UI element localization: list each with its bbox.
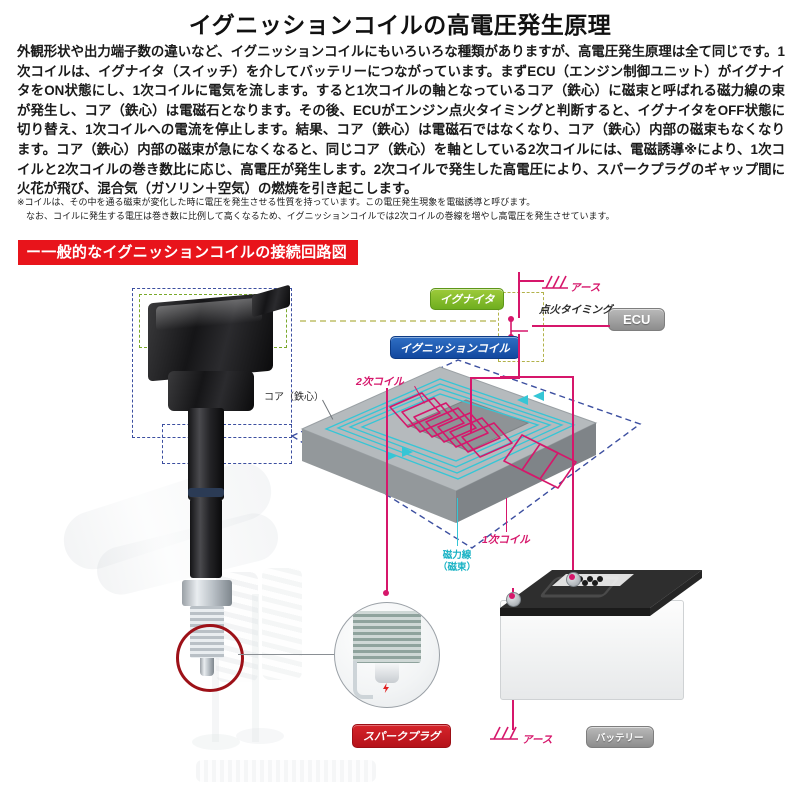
coil-to-battery-wire-h bbox=[500, 376, 574, 378]
battery-positive-drop bbox=[572, 534, 574, 578]
ground-top-label: アース bbox=[570, 282, 601, 294]
ht-lead-to-plug bbox=[386, 534, 388, 594]
magnifier-leader-line bbox=[238, 654, 348, 655]
magnetic-flux-leader bbox=[457, 498, 459, 546]
igniter-badge: イグナイタ bbox=[430, 288, 505, 310]
battery-case bbox=[500, 600, 684, 700]
circuit-diagram: スパークプラグ bbox=[0, 272, 800, 800]
footnote-1: ※コイルは、その中を通る磁束が変化した時に電圧を発生させる性質を持っています。こ… bbox=[17, 197, 536, 207]
core-label: コア（鉄心） bbox=[264, 392, 324, 403]
magnified-spark-arc-icon bbox=[383, 683, 389, 693]
magnetic-flux-lines bbox=[324, 378, 576, 480]
core-3d-group bbox=[290, 357, 610, 557]
ignition-timing-label: 点火タイミング bbox=[539, 304, 613, 316]
magnetic-flux-label-line1: 磁力線 bbox=[442, 550, 472, 561]
spark-plug-hex bbox=[182, 580, 232, 606]
battery-positive-dot bbox=[569, 574, 575, 580]
battery-badge: バッテリー bbox=[586, 726, 654, 748]
coil-to-ground-wire bbox=[518, 272, 520, 318]
ignition-coil-badge: イグニッションコイル bbox=[390, 336, 520, 359]
magnetic-flux-label: 磁力線 （磁束） bbox=[430, 550, 484, 574]
ecu-to-igniter-wire bbox=[532, 325, 610, 327]
igniter-down-wire bbox=[518, 334, 520, 378]
primary-coil-leader bbox=[506, 498, 508, 532]
secondary-ht-lead-vertical bbox=[386, 388, 388, 544]
body-paragraph: 外観形状や出力端子数の違いなど、イグニッションコイルにもいろいろな種類があります… bbox=[17, 44, 785, 197]
coil-photo-stem bbox=[188, 408, 224, 500]
coil-photo-stem-lower bbox=[190, 498, 222, 578]
valve-head-1 bbox=[192, 734, 240, 750]
spark-plug-badge: スパークプラグ bbox=[352, 724, 451, 748]
magnified-ground-electrode bbox=[353, 661, 373, 699]
magnified-plug-insulator bbox=[375, 663, 399, 683]
primary-coil-winding bbox=[503, 434, 577, 489]
primary-feed-wire bbox=[470, 377, 520, 379]
secondary-coil-label: 2次コイル bbox=[356, 376, 404, 388]
primary-coil-label: 1次コイル bbox=[482, 534, 530, 546]
coil-photo-collar bbox=[168, 371, 254, 411]
coil-photo-boot-ring bbox=[188, 488, 224, 497]
footnote-2: なお、コイルに発生する電圧は巻き数に比例して高くなるため、イグニッションコイルで… bbox=[26, 210, 615, 221]
primary-left-wire bbox=[470, 377, 472, 433]
ground-top-wire bbox=[518, 280, 544, 282]
cylinder-ghost bbox=[196, 760, 376, 782]
spark-gap-marker-circle bbox=[176, 624, 244, 692]
spark-plug-magnifier bbox=[334, 602, 440, 708]
igniter-box bbox=[498, 292, 544, 362]
ground-symbol-bottom bbox=[490, 726, 518, 740]
magnetic-flux-label-line2: （磁束） bbox=[437, 562, 476, 573]
battery-negative-dot bbox=[509, 593, 515, 599]
magnified-plug-thread bbox=[353, 611, 421, 663]
ground-symbol-top bbox=[542, 275, 568, 289]
coil-callout-box-lower bbox=[162, 424, 292, 464]
ground-bottom-label: アース bbox=[522, 734, 553, 746]
section-banner: ー一般的なイグニッションコイルの接続回路図 bbox=[18, 240, 359, 265]
footnotes: ※コイルは、その中を通る磁束が変化した時に電圧を発生させる性質を持っています。こ… bbox=[17, 196, 787, 223]
valve-stem-2 bbox=[252, 594, 259, 742]
ecu-badge: ECU bbox=[608, 308, 666, 331]
battery-top-shell bbox=[500, 570, 702, 616]
valve-head-2 bbox=[236, 728, 284, 744]
page-title: イグニッションコイルの高電圧発生原理 bbox=[188, 12, 612, 38]
igniter-link-dashes bbox=[300, 320, 498, 322]
coil-to-battery-wire-v bbox=[572, 376, 574, 552]
igniter-contact-upper bbox=[508, 316, 514, 322]
valve-spring-2 bbox=[262, 568, 302, 680]
body-copy: 外観形状や出力端子数の違いなど、イグニッションコイルにもいろいろな種類があります… bbox=[17, 42, 785, 199]
ht-lead-endpoint-dot bbox=[383, 590, 389, 596]
secondary-coil-winding bbox=[389, 392, 513, 458]
